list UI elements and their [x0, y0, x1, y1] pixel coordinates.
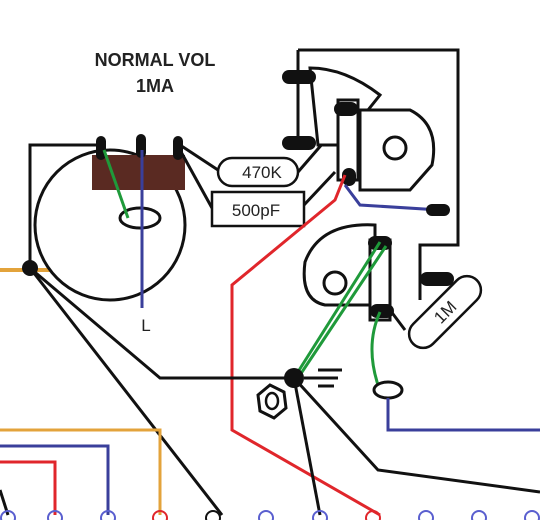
capacitor-500pf-label: 500pF — [232, 201, 280, 220]
diagram-title-line2: 1MA — [136, 76, 174, 96]
resistor-470k-label: 470K — [242, 163, 282, 182]
pot-ground-wire — [28, 143, 100, 268]
red-bottom-wire — [0, 460, 57, 515]
ground-out-wire — [292, 376, 540, 494]
bottom-lug-row — [0, 510, 540, 520]
ground-bus-wire — [28, 267, 224, 516]
resistor-lead-left — [179, 143, 219, 172]
resistor-1m-lead — [388, 309, 407, 331]
green-wiper-wire — [102, 149, 130, 219]
pot-lug-label: L — [141, 316, 150, 335]
blue-bottom-wire — [0, 444, 110, 515]
ground-symbol-icon — [304, 368, 342, 388]
green-ground-wire-a — [294, 241, 382, 376]
green-ground-wire-b — [296, 245, 388, 379]
ring-terminal — [372, 380, 404, 400]
jack-nut-icon — [256, 383, 288, 420]
diagram-title-line1: NORMAL VOL — [95, 50, 216, 70]
resistor-1m: 1M — [407, 274, 483, 350]
jack-bracket — [298, 48, 460, 300]
blue-output-wire — [386, 398, 540, 432]
blue-jack-wire — [343, 184, 441, 212]
ground-junction — [284, 368, 304, 388]
pot-ground-junction — [22, 260, 38, 276]
resistor-470k: 470K — [216, 156, 300, 188]
cap-lead-right — [302, 170, 337, 207]
orange-bottom-wire — [0, 428, 162, 515]
cap-lead-left — [178, 149, 214, 209]
switch-jack-icon — [282, 66, 436, 192]
potentiometer-icon — [33, 134, 187, 302]
ground-down-wire — [292, 377, 322, 516]
capacitor-500pf: 500pF — [210, 190, 306, 228]
red-signal-wire — [230, 174, 381, 517]
lower-jack-icon — [302, 223, 454, 322]
pot-to-ground-wire — [29, 266, 294, 380]
green-switch-wire — [370, 311, 382, 386]
jack-lug — [426, 204, 450, 216]
